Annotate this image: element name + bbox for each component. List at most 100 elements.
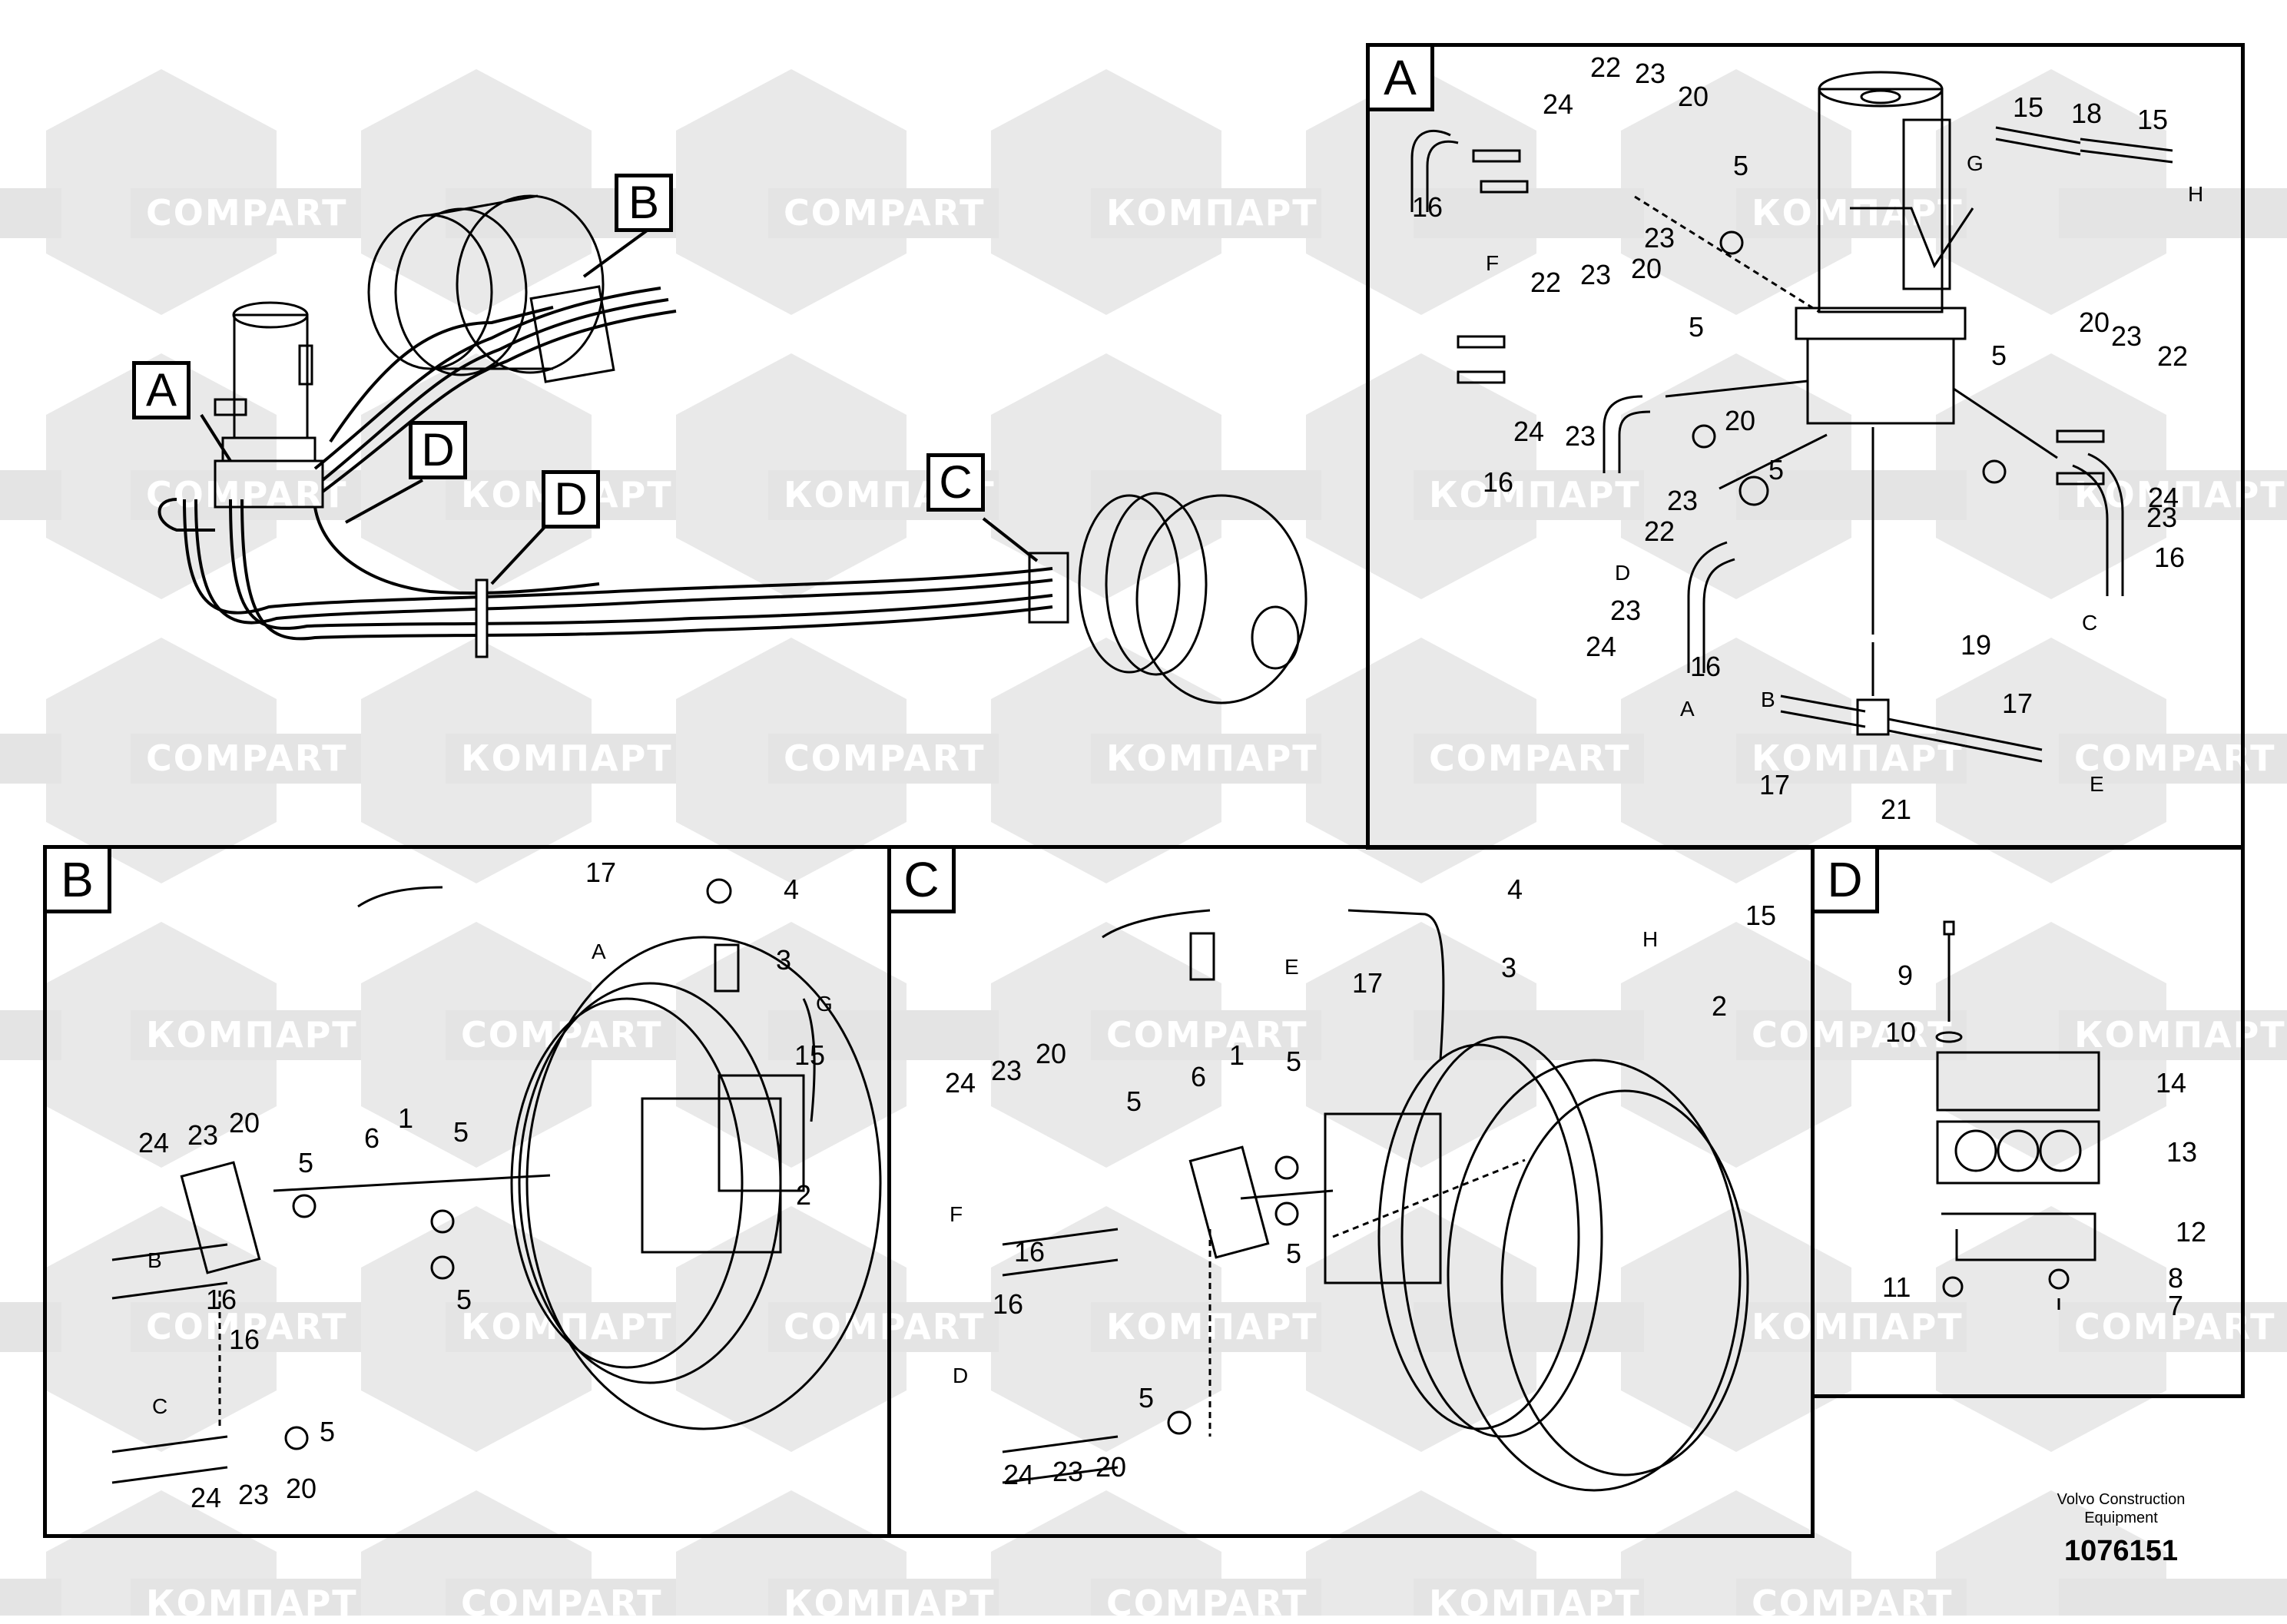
panel-title: B: [47, 849, 111, 913]
part-label-d: 7: [2168, 1290, 2183, 1321]
watermark-text: КОМПАРТ: [2074, 1014, 2286, 1056]
watermark-text: КОМПАРТ: [461, 737, 673, 779]
part-label-a: 19: [1961, 629, 1991, 661]
panel-c-drawing: [1002, 909, 1749, 1492]
lower-drive-motor: [1028, 492, 1308, 704]
part-label-a: 16: [2154, 542, 2185, 573]
watermark-text: COMPART: [784, 1306, 986, 1347]
part-label-a: 23: [1635, 58, 1666, 89]
part-label-b: 6: [364, 1122, 380, 1154]
detail-panel-d: D: [1811, 845, 2245, 1398]
part-label-a: C: [2082, 611, 2097, 635]
part-label-a: 5: [1689, 311, 1704, 343]
part-label-a: 23: [1610, 595, 1641, 626]
panel-title: C: [891, 849, 956, 913]
watermark-text: COMPART: [146, 737, 348, 779]
part-label-a: F: [1486, 251, 1499, 275]
part-label-c: 6: [1191, 1061, 1206, 1092]
part-label-b: 20: [286, 1473, 317, 1504]
part-label-a: 17: [2002, 688, 2033, 719]
overview-illustration: [157, 194, 1308, 704]
panel-b-drawing: [111, 878, 882, 1484]
part-label-a: 22: [1644, 515, 1675, 547]
part-label-b: 24: [191, 1482, 221, 1513]
watermark-text: КОМПАРТ: [1752, 737, 1964, 779]
watermark-text: КОМПАРТ: [146, 1014, 358, 1056]
watermark-text: КОМПАРТ: [1106, 737, 1318, 779]
panel-title: D: [1815, 849, 1879, 913]
part-label-b: 2: [796, 1179, 811, 1211]
part-label-b: 23: [187, 1119, 218, 1151]
part-label-a: 20: [1725, 405, 1755, 436]
watermark-text: КОМПАРТ: [1106, 1306, 1318, 1347]
part-label-b: 4: [784, 873, 799, 905]
watermark-text: КОМПАРТ: [1752, 1306, 1964, 1347]
part-label-b: 5: [453, 1116, 469, 1148]
part-label-b: 5: [456, 1284, 472, 1315]
part-label-b: 24: [138, 1127, 169, 1158]
watermark-text: COMPART: [1752, 1014, 1954, 1056]
part-label-c: 5: [1286, 1046, 1301, 1077]
part-label-a: 21: [1881, 794, 1911, 825]
part-label-b: 20: [229, 1107, 260, 1138]
part-label-d: 8: [2168, 1262, 2183, 1294]
part-label-d: 10: [1885, 1016, 1916, 1048]
part-label-b: C: [152, 1394, 167, 1418]
part-label-b: 1: [398, 1102, 413, 1134]
panel-d-drawing: [1935, 920, 2100, 1310]
part-label-a: 16: [1690, 651, 1721, 682]
part-label-b: 23: [238, 1479, 269, 1510]
part-label-c: 16: [1014, 1236, 1045, 1268]
part-label-b: 17: [585, 857, 616, 888]
manufacturer-name-line2: Equipment: [2084, 1510, 2158, 1526]
part-label-a: 23: [2146, 502, 2177, 533]
watermark-text: КОМПАРТ: [1429, 474, 1641, 515]
part-label-a: 20: [1631, 253, 1662, 284]
watermark-text: COMPART: [146, 474, 348, 515]
part-label-a: G: [1967, 151, 1984, 175]
part-label-a: 23: [1644, 222, 1675, 254]
swivel-joint: [214, 301, 324, 509]
part-label-d: 12: [2176, 1216, 2206, 1248]
part-label-b: 15: [794, 1039, 825, 1071]
part-label-a: 16: [1483, 466, 1513, 498]
part-label-c: 2: [1712, 990, 1727, 1022]
part-label-a: 23: [2111, 320, 2142, 352]
part-label-b: B: [147, 1248, 162, 1272]
part-label-c: 16: [993, 1288, 1023, 1320]
callout-b: B: [615, 174, 673, 232]
part-label-c: 24: [945, 1067, 976, 1099]
part-label-b: 5: [320, 1416, 335, 1447]
part-label-b: 3: [776, 944, 791, 976]
part-label-c: 20: [1095, 1451, 1126, 1483]
panel-a-drawing: [1410, 71, 2173, 763]
part-label-a: 23: [1667, 485, 1698, 516]
part-label-a: 18: [2071, 98, 2102, 129]
part-label-c: F: [950, 1202, 963, 1226]
part-label-c: 17: [1352, 967, 1383, 999]
part-label-b: A: [592, 940, 606, 963]
part-label-c: 5: [1286, 1238, 1301, 1269]
part-label-c: 24: [1003, 1459, 1034, 1490]
part-label-a: 23: [1580, 259, 1611, 290]
part-label-a: 24: [1513, 416, 1544, 447]
manufacturer-label: Volvo Construction Equipment: [2029, 1490, 2213, 1527]
part-label-a: 22: [1590, 51, 1621, 83]
part-label-b: G: [816, 992, 833, 1016]
watermark-text: COMPART: [1429, 737, 1631, 779]
part-label-a: H: [2188, 182, 2203, 206]
panel-title: A: [1370, 47, 1434, 111]
part-label-a: 24: [2148, 482, 2179, 513]
part-label-d: 11: [1882, 1271, 1911, 1303]
part-label-b: 5: [298, 1147, 313, 1178]
watermark-text: COMPART: [784, 737, 986, 779]
watermark-text: COMPART: [1106, 1014, 1308, 1056]
part-label-a: 17: [1759, 769, 1790, 800]
part-label-c: E: [1284, 955, 1299, 979]
part-label-a: 5: [1991, 340, 2007, 371]
upper-drive-motor: [367, 194, 615, 383]
part-label-a: 15: [2137, 104, 2168, 135]
watermark-text: COMPART: [146, 192, 348, 234]
part-label-c: 15: [1745, 900, 1776, 931]
